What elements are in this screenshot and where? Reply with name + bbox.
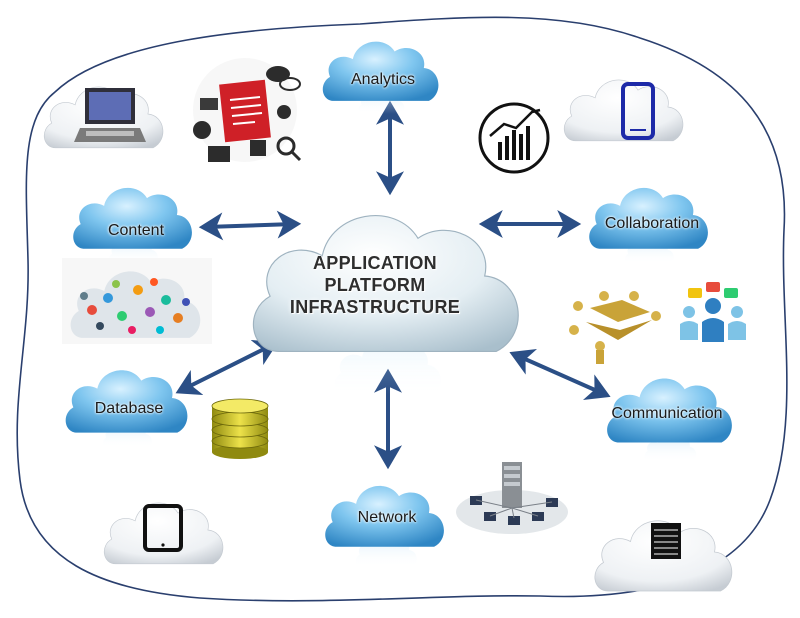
center-line-infrastructure: INFRASTRUCTURE bbox=[289, 297, 461, 317]
device-cloud-smartphone bbox=[563, 79, 684, 142]
arrow-database bbox=[175, 339, 279, 396]
monitor-icon bbox=[74, 88, 146, 142]
tablet-icon bbox=[143, 504, 183, 552]
label-communication: Communication bbox=[611, 405, 723, 422]
team-group-icon bbox=[680, 282, 746, 342]
label-analytics: Analytics bbox=[350, 71, 416, 88]
arrow-content bbox=[198, 210, 302, 241]
server-network-icon bbox=[456, 462, 568, 534]
device-cloud-server-rack bbox=[594, 519, 733, 592]
label-database: Database bbox=[94, 400, 164, 417]
center-title: APPLICATION PLATFORM INFRASTRUCTURE bbox=[290, 252, 460, 318]
analytics-chart-icon bbox=[478, 102, 550, 174]
server-rack-icon bbox=[651, 523, 681, 559]
arrow-communication bbox=[509, 349, 611, 400]
documents-collage-icon bbox=[193, 58, 302, 162]
database-stack-icon bbox=[211, 398, 269, 459]
device-cloud-tablet bbox=[103, 502, 224, 565]
label-content: Content bbox=[107, 222, 165, 239]
label-network: Network bbox=[357, 509, 417, 526]
device-cloud-monitor bbox=[43, 86, 164, 149]
center-line-application: APPLICATION bbox=[313, 253, 437, 273]
smartphone-icon bbox=[621, 82, 655, 140]
people-puzzle-icon bbox=[569, 291, 661, 364]
connector-arrows bbox=[175, 100, 611, 470]
app-icons-cloud-collage bbox=[62, 258, 212, 344]
center-line-platform: PLATFORM bbox=[324, 275, 426, 295]
label-collaboration: Collaboration bbox=[604, 215, 700, 232]
